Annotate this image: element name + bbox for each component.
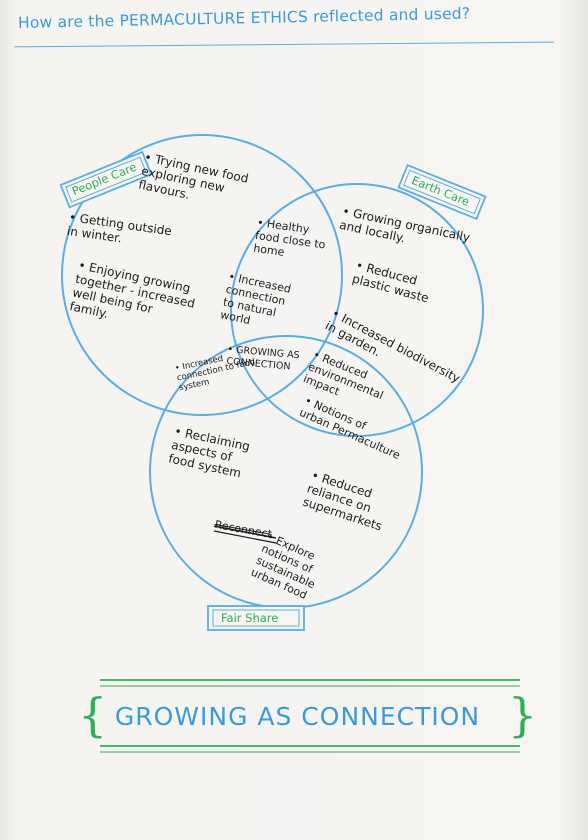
- crossed-out-scribble: [213, 525, 277, 544]
- banner-lines: [100, 679, 520, 753]
- people-care-circle: [61, 134, 343, 416]
- banner-title: GROWING AS CONNECTION: [114, 702, 481, 731]
- people-care-tag-frame: [59, 150, 153, 209]
- earth-care-tag-frame: [397, 163, 487, 221]
- banner-right-brace: }: [508, 688, 538, 742]
- earth-care-circle: [230, 183, 484, 437]
- fair-share-tag-frame: [207, 605, 305, 631]
- banner-left-brace: {: [78, 688, 108, 742]
- fair-share-tag: Fair Share: [221, 611, 279, 625]
